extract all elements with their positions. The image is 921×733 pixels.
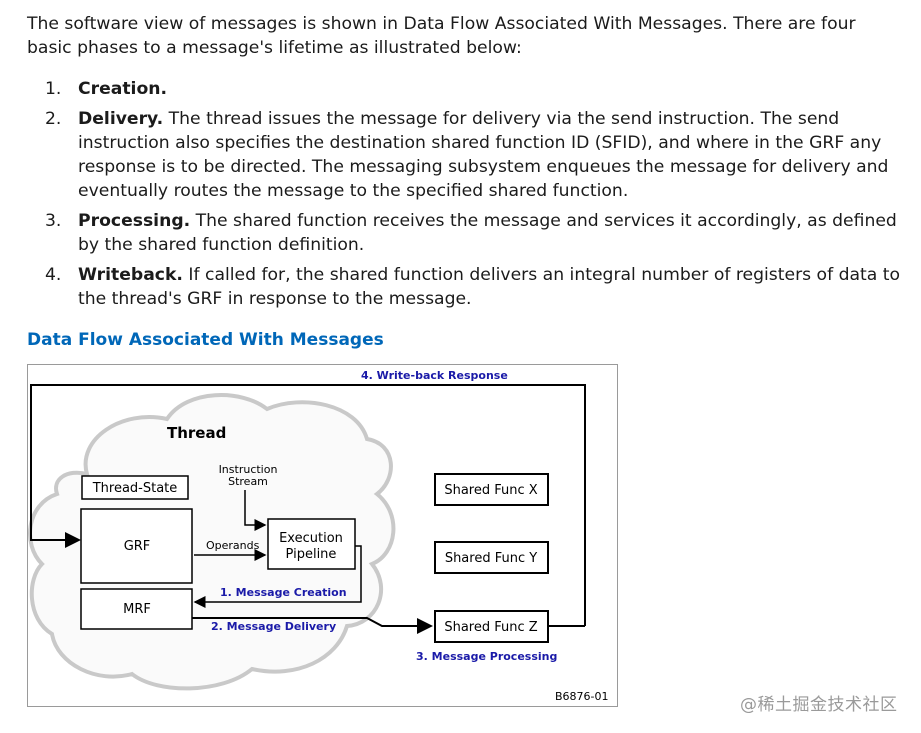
mrf-label: MRF [123, 602, 151, 617]
mrf-box [80, 588, 193, 630]
grf-box [80, 508, 193, 584]
execution-label: Execution [279, 531, 343, 546]
list-item: 2. Delivery. The thread issues the messag… [27, 107, 907, 203]
shared-func-y-label: Shared Func Y [445, 551, 537, 566]
figure-id: B6876-01 [555, 690, 609, 703]
list-item: 4. Writeback. If called for, the shared f… [27, 263, 907, 311]
instruction-arrow [244, 490, 267, 531]
instruction-label: Stream [228, 475, 268, 488]
phase-list: 1. Creation. 2. Delivery. The thread issue… [27, 77, 907, 317]
operands-label: Operands [206, 539, 260, 552]
diagram-svg: Thread 4. Write-back Response Thread-Sta… [27, 364, 618, 707]
execution-label: Pipeline [286, 547, 337, 562]
shared-func-z-box [434, 610, 549, 643]
phase-title: Delivery. [78, 109, 164, 129]
shared-func-y-box [434, 541, 549, 574]
phase-title: Creation. [78, 79, 168, 99]
instruction-label: Instruction [219, 463, 278, 476]
intro-paragraph: The software view of messages is shown i… [27, 14, 856, 58]
list-number: 2. [45, 109, 62, 129]
watermark: @稀土掘金技术社区 [740, 695, 898, 715]
writeback-path [30, 384, 586, 626]
message-processing-label: 3. Message Processing [416, 650, 557, 663]
shared-func-x-box [434, 473, 549, 506]
message-delivery-arrow [192, 617, 433, 634]
list-item: 1. Creation. [27, 77, 907, 101]
phase-text: If called for, the shared function deliv… [78, 265, 901, 309]
message-creation-arrow [193, 545, 362, 608]
phase-text: The thread issues the message for delive… [78, 109, 889, 201]
execution-pipeline-box [267, 518, 356, 570]
message-delivery-label: 2. Message Delivery [211, 620, 336, 633]
list-number: 4. [45, 265, 62, 285]
shared-func-x-label: Shared Func X [444, 483, 537, 498]
phase-title: Writeback. [78, 265, 183, 285]
thread-state-label: Thread-State [92, 481, 178, 496]
phase-title: Processing. [78, 211, 191, 231]
data-flow-diagram: Thread 4. Write-back Response Thread-Sta… [27, 364, 618, 707]
list-number: 3. [45, 211, 62, 231]
message-creation-label: 1. Message Creation [220, 586, 347, 599]
list-number: 1. [45, 79, 62, 99]
phase-text: The shared function receives the message… [78, 211, 897, 255]
thread-label: Thread [167, 424, 226, 442]
shared-func-z-label: Shared Func Z [444, 620, 537, 635]
figure-heading: Data Flow Associated With Messages [27, 330, 384, 350]
writeback-label: 4. Write-back Response [361, 369, 508, 382]
grf-label: GRF [124, 539, 151, 554]
list-item: 3. Processing. The shared function receiv… [27, 209, 907, 257]
thread-state-box [81, 475, 189, 500]
